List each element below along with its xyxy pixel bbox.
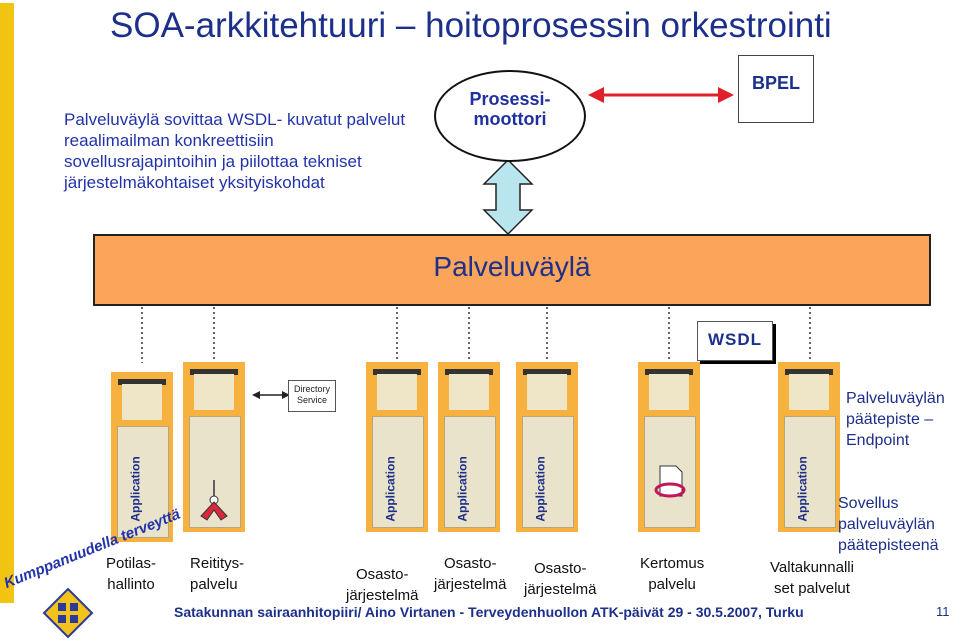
application-label: Application [795, 456, 810, 522]
description-line-4: järjestelmäkohtaiset yksityiskohdat [64, 173, 325, 192]
engine-label-2: moottori [473, 109, 547, 129]
engine-bus-arrow [482, 158, 534, 236]
document-refresh-icon [654, 465, 686, 498]
wsdl-label: WSDL [707, 330, 763, 349]
component-osastojarjestelma-2: Application [438, 362, 500, 532]
component-valtakunnalliset: Application [778, 362, 840, 532]
description-line-1: Palveluväylä sovittaa WSDL- kuvatut palv… [64, 110, 406, 129]
process-engine-node: Prosessi- moottori [434, 70, 586, 162]
application-label: Application [455, 456, 470, 522]
directory-label-1: Directory [293, 384, 330, 394]
application-label: Application [128, 456, 143, 522]
component-potilashallinto: Application [111, 372, 173, 542]
routing-icon [200, 480, 228, 521]
service-bus [93, 234, 931, 306]
footer-text: Satakunnan sairaanhitopiiri/ Aino Virtan… [174, 604, 804, 620]
service-bus-label: Palveluväylä [433, 251, 591, 282]
logo-emblem [42, 587, 94, 639]
label-potilashallinto: Potilas-hallinto [106, 555, 157, 593]
component-reitityspalvelu [183, 362, 245, 532]
page-number: 11 [936, 604, 950, 619]
label-reitityspalvelu: Reititys-palvelu [190, 555, 245, 593]
engine-bpel-arrow [588, 87, 734, 103]
application-label: Application [383, 456, 398, 522]
label-osasto-3: Osasto-järjestelmä [524, 560, 597, 598]
bpel-label: BPEL [751, 73, 800, 93]
directory-label-2: Service [296, 395, 327, 405]
description-line-2: reaalimailman konkreettisiin [64, 131, 274, 150]
directory-service: Directory Service [288, 380, 336, 412]
accent-bar [0, 3, 14, 603]
label-osasto-2: Osasto-järjestelmä [434, 555, 507, 593]
page-title: SOA-arkkitehtuuri – hoitoprosessin orkes… [110, 6, 832, 45]
component-osastojarjestelma-1: Application [366, 362, 428, 532]
wsdl-box: WSDL [697, 321, 773, 361]
component-osastojarjestelma-3: Application [516, 362, 578, 532]
component-kertomuspalvelu [638, 362, 700, 532]
bpel-document: BPEL [738, 55, 814, 123]
application-label: Application [533, 456, 548, 522]
description-line-3: sovellusrajapintoihin ja piilottaa tekni… [64, 152, 362, 171]
label-osasto-1: Osasto-järjestelmä [346, 566, 419, 604]
engine-label-1: Prosessi- [469, 89, 551, 109]
